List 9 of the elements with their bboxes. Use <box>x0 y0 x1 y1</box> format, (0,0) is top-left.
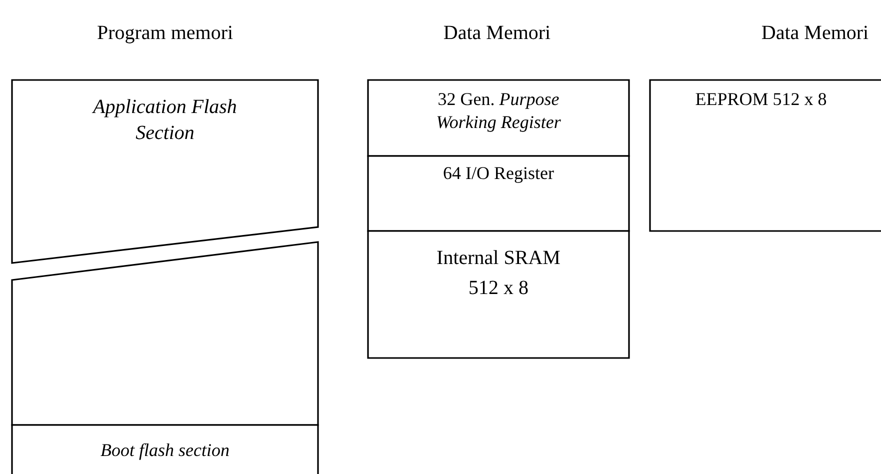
column-heading: Program memori <box>96 22 234 45</box>
section-label: 64 I/O Register <box>442 162 555 185</box>
column-heading: Data Memori <box>761 22 869 45</box>
section-label: Internal SRAM 512 x 8 <box>436 246 562 301</box>
column-heading: Data Memori <box>443 22 551 45</box>
section-label: Boot flash section <box>100 439 230 462</box>
section-label: Application Flash Section <box>91 95 238 146</box>
section-label: EEPROM 512 x 8 <box>694 88 828 111</box>
section-label: 32 Gen. Purpose Working Register <box>435 88 562 133</box>
